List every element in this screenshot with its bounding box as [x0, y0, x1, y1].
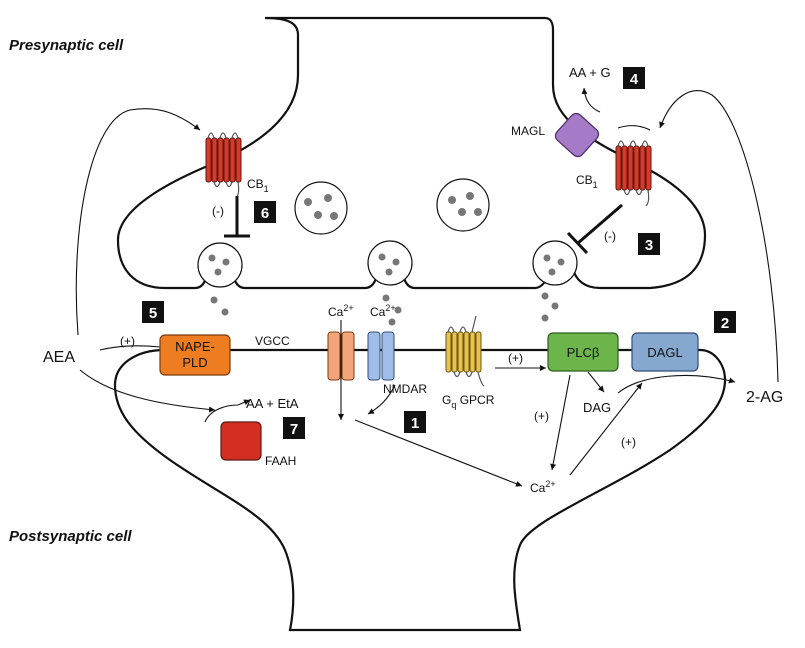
- channels-to-ca-arrow: [354, 419, 523, 487]
- docked-vesicle: [367, 240, 413, 326]
- ca-label-vgcc: Ca2+: [328, 303, 354, 319]
- nape-pld-label-line2: PLD: [182, 355, 207, 370]
- aea-to-cb1-arrow: [75, 108, 201, 336]
- ca-dagl-plus-label: (+): [621, 435, 636, 449]
- step-1-badge: [404, 411, 426, 433]
- dagl-label: DAGL: [647, 345, 682, 360]
- ca-to-dagl-arrow: [569, 382, 643, 476]
- ca-pool-label: Ca2+: [530, 479, 556, 495]
- ca-label-nmdar: Ca2+: [370, 303, 396, 319]
- step-7-badge: [283, 417, 305, 439]
- plcb-ca-plus-label: (+): [534, 409, 549, 423]
- dag-to-2ag-arrow: [617, 374, 736, 394]
- plcb-enzyme: [547, 332, 619, 372]
- nape-to-aea-line: [99, 345, 161, 351]
- step-4-badge: [623, 67, 645, 89]
- faah-label: FAAH: [265, 454, 296, 468]
- plcb-label: PLCβ: [567, 345, 600, 360]
- nape-pld-label-line1: NAPE-: [175, 339, 215, 354]
- plcb-to-ca-arrow: [550, 374, 571, 471]
- step-6-number: 6: [261, 205, 269, 222]
- cb1-receptor-right: [615, 140, 652, 207]
- postsynaptic-title: Postsynaptic cell: [9, 528, 132, 545]
- plcb-to-dag-arrow: [587, 371, 605, 393]
- vgcc-channel: [327, 331, 355, 381]
- step-1-number: 1: [411, 415, 419, 432]
- magl-product-arrow: [581, 87, 601, 113]
- vgcc-label: VGCC: [255, 334, 290, 348]
- faah-product-arrow: [204, 399, 251, 423]
- vesicle: [294, 181, 348, 235]
- postsynaptic-membrane: [113, 348, 727, 632]
- aea-to-faah-arrow: [79, 369, 216, 413]
- inhibition-label-right: (-): [604, 229, 616, 243]
- nape-plus-label: (+): [120, 334, 135, 348]
- gq-gpcr-label: Gq GPCR: [442, 393, 495, 410]
- inhibition-bar-right: [577, 203, 623, 245]
- dag-label: DAG: [583, 400, 611, 415]
- two-ag-to-cb1-arrow: [659, 90, 779, 383]
- magl-substrate-line: [617, 125, 651, 131]
- two-ag-label: 2-AG: [746, 389, 783, 406]
- gq-plus-label: (+): [508, 351, 523, 365]
- inhibition-label-left: (-): [212, 204, 224, 218]
- step-3-badge: [638, 233, 660, 255]
- cb1-label-right: CB1: [576, 173, 598, 190]
- step-5-badge: [142, 301, 164, 323]
- step-4-number: 4: [630, 71, 639, 88]
- docked-vesicle: [197, 242, 243, 316]
- magl-enzyme: [554, 112, 600, 158]
- vesicle: [436, 178, 490, 232]
- aa-eta-label: AA + EtA: [246, 396, 299, 411]
- step-3-number: 3: [645, 237, 653, 254]
- docked-vesicle: [532, 240, 578, 322]
- gq-gpcr-receptor: [445, 315, 485, 387]
- step-2-badge: [714, 311, 736, 333]
- nmdar-channel: [367, 331, 395, 381]
- aa-g-label: AA + G: [569, 65, 611, 80]
- magl-label: MAGL: [511, 124, 545, 138]
- cb1-receptor-left: [205, 132, 242, 199]
- cb1-label-left: CB1: [247, 177, 269, 194]
- dagl-enzyme: [631, 332, 699, 372]
- step-2-number: 2: [721, 315, 729, 332]
- step-7-number: 7: [290, 421, 298, 438]
- step-6-badge: [254, 201, 276, 223]
- presynaptic-title: Presynaptic cell: [9, 37, 124, 54]
- aea-label: AEA: [43, 349, 75, 366]
- nmdar-label: NMDAR: [383, 382, 427, 396]
- nmdar-ca-arrow: [367, 384, 396, 415]
- faah-enzyme: [220, 421, 262, 461]
- step-5-number: 5: [149, 305, 157, 322]
- nape-pld-enzyme: [159, 334, 231, 376]
